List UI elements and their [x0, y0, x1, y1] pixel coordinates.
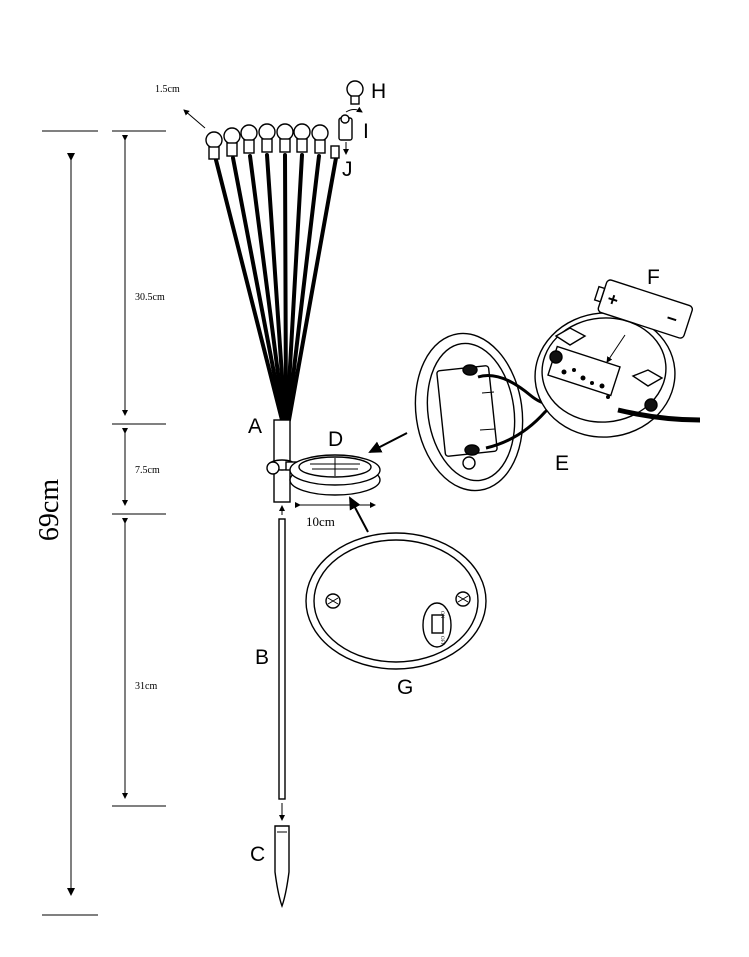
- bulb-icon: [276, 123, 294, 153]
- label-g: G: [397, 676, 413, 699]
- label-d: D: [328, 428, 343, 451]
- label-i: I: [363, 120, 369, 143]
- tube-a: A: [248, 415, 301, 503]
- panel-width-label: 10cm: [306, 514, 335, 529]
- socket-icon: [330, 145, 340, 159]
- bulb-icon: [293, 123, 311, 153]
- bulb-detail: H I J: [338, 80, 386, 181]
- switch-on-label: ON: [439, 611, 444, 619]
- panel-width-dimension: 10cm: [295, 496, 376, 533]
- label-b: B: [255, 646, 269, 669]
- bulb-icon: [311, 124, 329, 154]
- rod-length-label: 31cm: [135, 681, 157, 692]
- bulb-icon: [258, 123, 276, 153]
- label-c: C: [250, 843, 265, 866]
- tube-length-label: 7.5cm: [135, 465, 160, 476]
- segment-dimensions: 30.5cm 7.5cm 31cm 1.5cm: [112, 84, 206, 807]
- stake-c: C: [250, 825, 290, 909]
- switch-off-label: OFF: [439, 636, 444, 645]
- bulb-h-icon: [346, 80, 364, 98]
- label-h: H: [371, 80, 386, 103]
- label-e: E: [555, 452, 569, 475]
- total-height-dimension: 69cm: [34, 130, 98, 916]
- label-a: A: [248, 415, 262, 438]
- bulb-size-label: 1.5cm: [155, 84, 180, 95]
- panel-back-g: ON OFF G: [305, 532, 487, 699]
- label-j: J: [342, 158, 353, 181]
- total-height-label: 69cm: [34, 479, 65, 541]
- bulbs: [205, 123, 340, 160]
- battery-f: + − F: [593, 266, 694, 363]
- solar-panel-d: D: [289, 428, 408, 496]
- label-f: F: [647, 266, 660, 289]
- bulb-icon: [205, 131, 223, 160]
- light-branches: [214, 153, 338, 422]
- bulb-icon: [223, 127, 241, 157]
- battery-compartment-e: E: [414, 312, 701, 492]
- branches-length-label: 30.5cm: [135, 292, 165, 303]
- rod-b: B: [255, 505, 286, 821]
- bulb-icon: [240, 124, 258, 154]
